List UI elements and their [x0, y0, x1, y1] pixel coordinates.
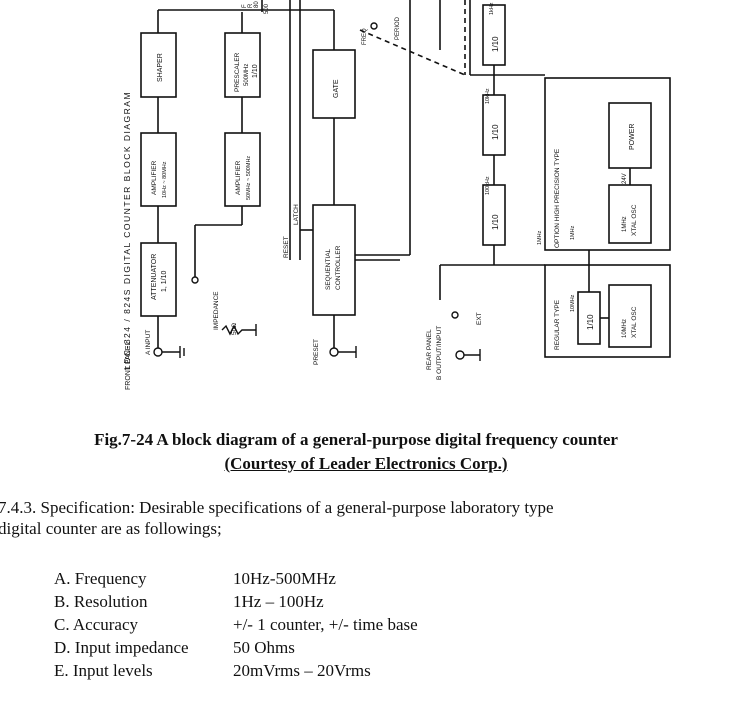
div10-regular: 1/10	[586, 314, 595, 330]
top-80-label: 80	[254, 1, 260, 8]
prescaler-freq: 500MHz	[244, 64, 250, 86]
amplifier-1-range: 10Hz ~ 80MHz	[162, 161, 168, 198]
reset-label: RESET	[283, 236, 290, 258]
spec-intro: 7.4.3. Specification: Desirable specific…	[0, 498, 554, 517]
spec-list: A. Frequency 10Hz-500MHz B. Resolution 1…	[54, 567, 418, 682]
option-region	[544, 77, 671, 251]
spec-key: A. Frequency	[54, 569, 147, 588]
top-f-label: F	[242, 4, 248, 8]
spec-key: E. Input levels	[54, 661, 153, 680]
option-label: OPTION HIGH PRECISION TYPE	[554, 148, 561, 248]
div10-100khz: 1/10	[491, 214, 500, 230]
period-label: PERIOD	[395, 16, 401, 40]
amplifier-1-box	[140, 132, 177, 207]
div10-10khz: 1/10	[491, 124, 500, 140]
khz1-label: 1kHz	[489, 2, 495, 15]
spec-value: 1Hz – 100Hz	[233, 592, 324, 611]
spec-item: B. Resolution 1Hz – 100Hz	[54, 590, 418, 613]
freq-label: FREQ	[362, 28, 368, 45]
sequential-controller-box	[312, 204, 356, 316]
impedance-label: IMPEDANCE	[213, 291, 220, 330]
prescaler-label: PRESCALER	[234, 52, 241, 92]
ext-label: EXT	[476, 312, 483, 325]
spec-item: A. Frequency 10Hz-500MHz	[54, 567, 418, 590]
mhz1b-label: 1MHz	[570, 225, 576, 240]
amplifier-1-label: AMPLIFIER	[151, 160, 158, 195]
regular-label: REGULAR TYPE	[554, 299, 561, 350]
shaper-label: SHAPER	[157, 53, 164, 82]
xtal-10mhz-box	[608, 284, 652, 348]
v24-label: 24V	[622, 173, 628, 184]
a-input-label: A INPUT	[145, 330, 152, 355]
xtal-1mhz-label: XTAL OSC	[631, 204, 638, 236]
khz10-label: 10kHz	[485, 88, 491, 104]
spec-value: 10Hz-500MHz	[233, 569, 336, 588]
figure-credit: (Courtesy of Leader Electronics Corp.)	[224, 454, 508, 473]
seq-controller-line2: CONTROLLER	[335, 245, 342, 290]
spec-key: C. Accuracy	[54, 615, 139, 634]
gate-label: GATE	[333, 79, 340, 98]
spec-value: 50 Ohms	[233, 638, 295, 657]
xtal-10mhz-freq: 10MHz	[622, 319, 628, 338]
div10-1khz: 1/10	[491, 36, 500, 52]
rear-panel-label: REAR PANEL	[426, 329, 433, 370]
ohm50-label: 50Ω	[231, 323, 238, 335]
amplifier-2-box	[224, 132, 261, 207]
mhz1-label: 1MHz	[537, 230, 543, 245]
spec-item: C. Accuracy +/- 1 counter, +/- time base	[54, 613, 418, 636]
amplifier-2-label: AMPLIFIER	[235, 160, 242, 195]
spec-item: E. Input levels 20mVrms – 20Vrms	[54, 659, 418, 682]
xtal-1mhz-freq: 1MHz	[622, 216, 628, 232]
spec-item: D. Input impedance 50 Ohms	[54, 636, 418, 659]
mhz10-label: 10MHz	[570, 294, 576, 312]
amplifier-2-range: 50MHz ~ 500MHz	[246, 156, 252, 200]
spec-intro-cont: digital counter are as followings;	[0, 519, 222, 538]
preset-label: PRESET	[313, 339, 320, 365]
diagram-title: LDC-824 / 824S DIGITAL COUNTER BLOCK DIA…	[122, 91, 132, 370]
attenuator-label: ATTENUATOR	[151, 254, 158, 300]
xtal-10mhz-label: XTAL OSC	[631, 306, 638, 338]
xtal-1mhz-box	[608, 184, 652, 244]
attenuator-ratio: 1, 1/10	[161, 270, 168, 292]
front-panel-label: FRONT PANEL	[125, 342, 132, 390]
spec-key: B. Resolution	[54, 592, 148, 611]
latch-label: LATCH	[293, 204, 300, 225]
prescaler-ratio: 1/10	[252, 64, 259, 78]
spec-value: +/- 1 counter, +/- time base	[233, 615, 418, 634]
attenuator-box	[140, 242, 177, 317]
regular-region	[544, 264, 671, 358]
spec-value: 20mVrms – 20Vrms	[233, 661, 371, 680]
top-r-label: R	[248, 3, 254, 8]
top-500-label: 500	[264, 3, 270, 14]
b-output-input-label: B OUTPUT/INPUT	[436, 326, 443, 380]
spec-key: D. Input impedance	[54, 638, 189, 657]
block-diagram: LDC-824 / 824S DIGITAL COUNTER BLOCK DIA…	[122, 0, 671, 390]
power-label: POWER	[629, 124, 636, 150]
seq-controller-line1: SEQUENTIAL	[325, 248, 332, 290]
figure-caption: Fig.7-24 A block diagram of a general-pu…	[94, 430, 618, 449]
khz100-label: 100kHz	[485, 176, 491, 195]
